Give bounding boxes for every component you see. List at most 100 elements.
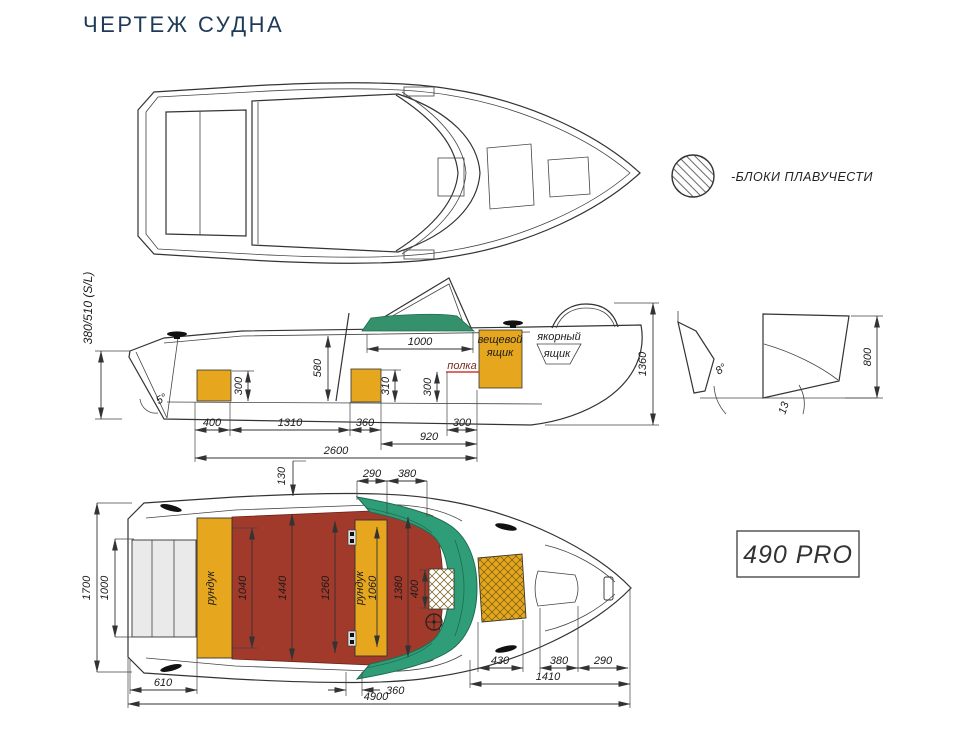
top-handle-bottom <box>403 249 435 260</box>
plan-locker-2 <box>354 519 388 657</box>
plan-hull-outline <box>127 492 632 684</box>
locker-front-label: 300 <box>233 376 245 395</box>
locker-mid-label: 310 <box>380 376 392 395</box>
plan-console-hatch-box <box>428 568 455 610</box>
side-bow-rail-inner <box>555 307 616 329</box>
top-stern-well <box>165 109 247 237</box>
plan-view: рундук рундук 1040 1440 1260 1060 1380 4… <box>81 460 632 708</box>
plan-bow-storage-box <box>477 553 527 623</box>
transom-height-ticks <box>95 350 130 420</box>
dim-1380-label: 1380 <box>393 575 405 600</box>
plan-cleats <box>160 504 517 672</box>
buoyancy-label: -БЛОКИ ПЛАВУЧЕСТИ <box>731 170 873 184</box>
side-console <box>361 313 476 332</box>
dim-430-label: 430 <box>491 655 510 667</box>
dim-300-label: 300 <box>453 417 472 429</box>
side-seat-strut <box>335 312 350 402</box>
dim-1440-label: 1440 <box>277 575 289 600</box>
shelf-label: полка <box>447 360 476 372</box>
glove-box-label-1: вещевой <box>478 334 523 346</box>
top-bow-hatch-1 <box>486 143 535 210</box>
glove-box-label-2: ящик <box>486 347 514 359</box>
top-gunwale-inner-line <box>145 88 631 258</box>
dim-400p-label: 400 <box>409 579 421 598</box>
plan-transom-well <box>131 539 197 638</box>
locker1-label: рундук <box>205 570 217 606</box>
top-console <box>437 157 465 197</box>
dim-400-label: 400 <box>203 417 222 429</box>
anchor-box-label-1: якорный <box>536 331 581 343</box>
transom-chine-curve <box>763 343 839 381</box>
deadrise-arc-8 <box>713 385 727 415</box>
side-cleat-stern <box>167 331 187 339</box>
dim-1000p-label: 1000 <box>99 575 111 600</box>
top-windshield <box>395 94 459 252</box>
dim-380b-label: 380 <box>550 655 569 667</box>
plan-locker-1 <box>196 517 233 659</box>
transom-view: 8° 13 800 <box>677 311 883 416</box>
legend: -БЛОКИ ПЛАВУЧЕСТИ <box>671 154 873 198</box>
buoyancy-hatch-icon <box>671 154 715 198</box>
model-badge: 490 PRO <box>736 530 860 578</box>
plan-transomw-ticks <box>115 538 134 638</box>
side-locker-mid <box>350 368 382 403</box>
deadrise-8-label: 8° <box>714 361 730 377</box>
plan-bow-hatch <box>534 570 579 607</box>
side-glove-box <box>478 329 523 389</box>
locker2-label: рундук <box>354 570 366 606</box>
plan-console <box>355 496 478 680</box>
transom-800-label: 800 <box>862 347 874 366</box>
model-badge-frame <box>736 530 860 578</box>
anchor-box-label-2: ящик <box>543 348 571 360</box>
side-hull <box>128 324 643 426</box>
side-locker-front <box>196 369 232 402</box>
side-transom-lines <box>135 337 179 419</box>
top-windshield-inner <box>401 91 467 255</box>
top-bow-hatch-2 <box>547 156 591 198</box>
dim-360p-label: 360 <box>386 685 405 697</box>
plan-top-witness <box>356 481 428 517</box>
side-cleat-bow <box>503 320 523 328</box>
plan-transom-dividers <box>151 540 175 637</box>
page-title: ЧЕРТЕЖ СУДНА <box>83 12 285 37</box>
cockpit-depth-label: 580 <box>312 358 324 377</box>
plan-bow-sheer-lines <box>544 544 616 632</box>
console-width-label: 1000 <box>408 336 433 348</box>
dim-1310-label: 1310 <box>278 417 303 429</box>
dim-290t-label: 290 <box>362 468 382 480</box>
dim-2600-label: 2600 <box>323 445 349 457</box>
dim-1040-label: 1040 <box>237 575 249 600</box>
transom-angle-arc <box>139 398 159 414</box>
dim-290b-label: 290 <box>593 655 613 667</box>
model-badge-label: 490 PRO <box>743 541 853 569</box>
dim-1060-label: 1060 <box>367 575 379 600</box>
dim-360-label: 360 <box>356 417 375 429</box>
dim-1260-label: 1260 <box>320 575 332 600</box>
side-bow-rail <box>551 303 619 329</box>
dim-4900-label: 4900 <box>364 691 389 703</box>
side-floor-line <box>166 401 543 405</box>
dim-610-label: 610 <box>154 677 173 689</box>
plan-bottom-witness <box>127 588 631 708</box>
deadrise-13-label: 13 <box>777 400 792 416</box>
dim-130-label: 130 <box>276 466 288 485</box>
transom-port-section <box>677 320 715 394</box>
top-cockpit <box>251 93 481 253</box>
side-windshield <box>365 277 473 331</box>
transom-mid-section <box>762 313 850 399</box>
side-anchor-box <box>536 343 582 365</box>
plan-seat-hinges <box>347 529 357 647</box>
dim-1410-label: 1410 <box>536 671 561 683</box>
side-windshield-inner <box>372 283 466 329</box>
steering-wheel-icon <box>425 613 443 631</box>
bow-height-label: 1360 <box>637 351 649 376</box>
plan-beam-ticks <box>97 502 132 673</box>
dim-920-label: 920 <box>420 431 439 443</box>
deadrise-arc-13 <box>798 384 805 415</box>
top-hull-outline <box>137 82 641 264</box>
side-sheer-inner <box>163 331 531 344</box>
side-view: вещевой ящик якорный ящик полка 380/510 … <box>81 272 659 462</box>
dim-1700-label: 1700 <box>81 575 93 600</box>
